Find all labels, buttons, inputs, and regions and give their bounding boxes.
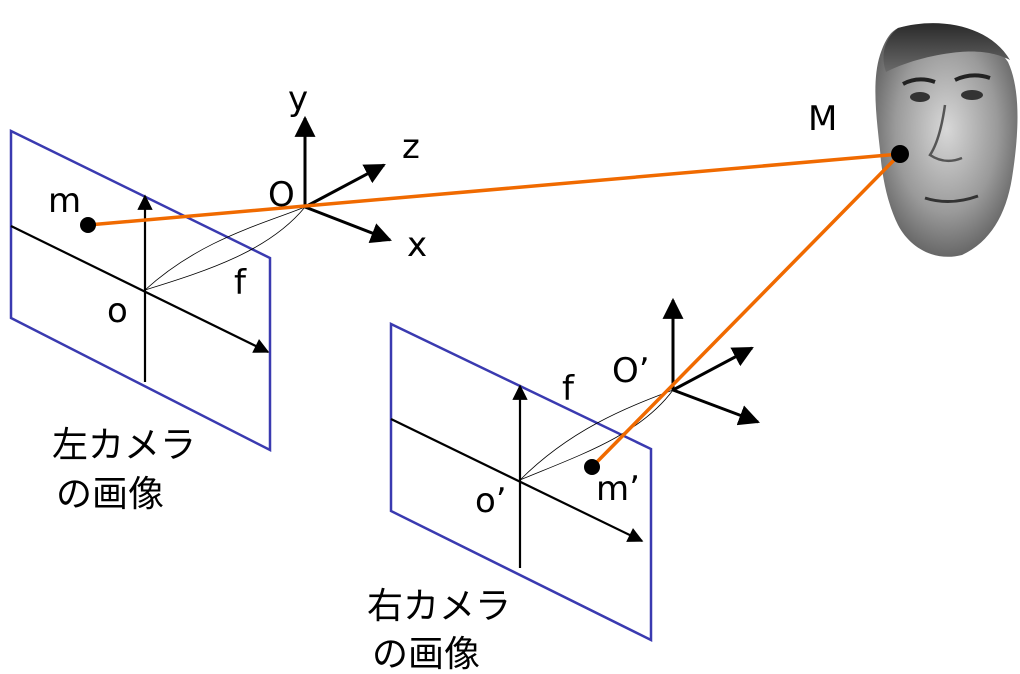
face-hair bbox=[883, 23, 1010, 72]
face-left-eye bbox=[910, 92, 930, 102]
face-photo-icon bbox=[875, 23, 1018, 257]
label-f-right: f bbox=[562, 369, 575, 409]
label-o-prime: o’ bbox=[475, 481, 507, 521]
left-focal-curve-lower bbox=[144, 206, 306, 291]
face-mouth bbox=[924, 194, 979, 203]
right-plane-horizontal-axis bbox=[390, 418, 644, 542]
face-right-brow bbox=[954, 73, 991, 82]
right-z-axis bbox=[672, 346, 754, 392]
right-caption-line2: の画像 bbox=[372, 634, 480, 674]
left-caption-line1: 左カメラ bbox=[52, 425, 196, 466]
projection-rays bbox=[86, 152, 902, 469]
label-o: o bbox=[107, 291, 128, 331]
face-nose bbox=[928, 104, 963, 163]
label-y: y bbox=[288, 79, 308, 119]
face-left-brow bbox=[902, 77, 936, 86]
face-right-eye bbox=[961, 90, 983, 100]
right-image-plane bbox=[389, 322, 653, 643]
left-focal-curve-upper bbox=[144, 206, 306, 291]
label-m-prime: m’ bbox=[596, 469, 640, 509]
label-x: x bbox=[407, 225, 427, 265]
label-z: z bbox=[402, 127, 420, 167]
left-image-plane bbox=[9, 128, 272, 453]
label-O: O bbox=[268, 175, 295, 215]
right-projection-ray bbox=[590, 152, 902, 469]
z-axis bbox=[304, 163, 386, 209]
left-camera-frame bbox=[144, 115, 392, 291]
right-camera-frame bbox=[519, 297, 760, 481]
right-focal-curve-upper bbox=[519, 389, 674, 481]
right-x-axis bbox=[672, 388, 760, 426]
left-caption-line2: の画像 bbox=[56, 474, 164, 515]
left-projection-ray bbox=[86, 152, 902, 227]
right-focal-curve-lower bbox=[519, 389, 674, 481]
left-image-point-marker bbox=[80, 217, 96, 233]
right-image-point-marker bbox=[584, 459, 600, 475]
x-axis bbox=[304, 205, 392, 243]
right-plane-border bbox=[389, 322, 653, 643]
world-point-marker bbox=[891, 145, 909, 163]
label-m: m bbox=[48, 181, 81, 221]
label-O-prime: O’ bbox=[612, 351, 650, 391]
left-plane-horizontal-axis bbox=[10, 225, 270, 353]
label-M: M bbox=[808, 99, 837, 139]
right-caption-line1: 右カメラ bbox=[367, 586, 511, 627]
label-f-left: f bbox=[234, 263, 247, 303]
